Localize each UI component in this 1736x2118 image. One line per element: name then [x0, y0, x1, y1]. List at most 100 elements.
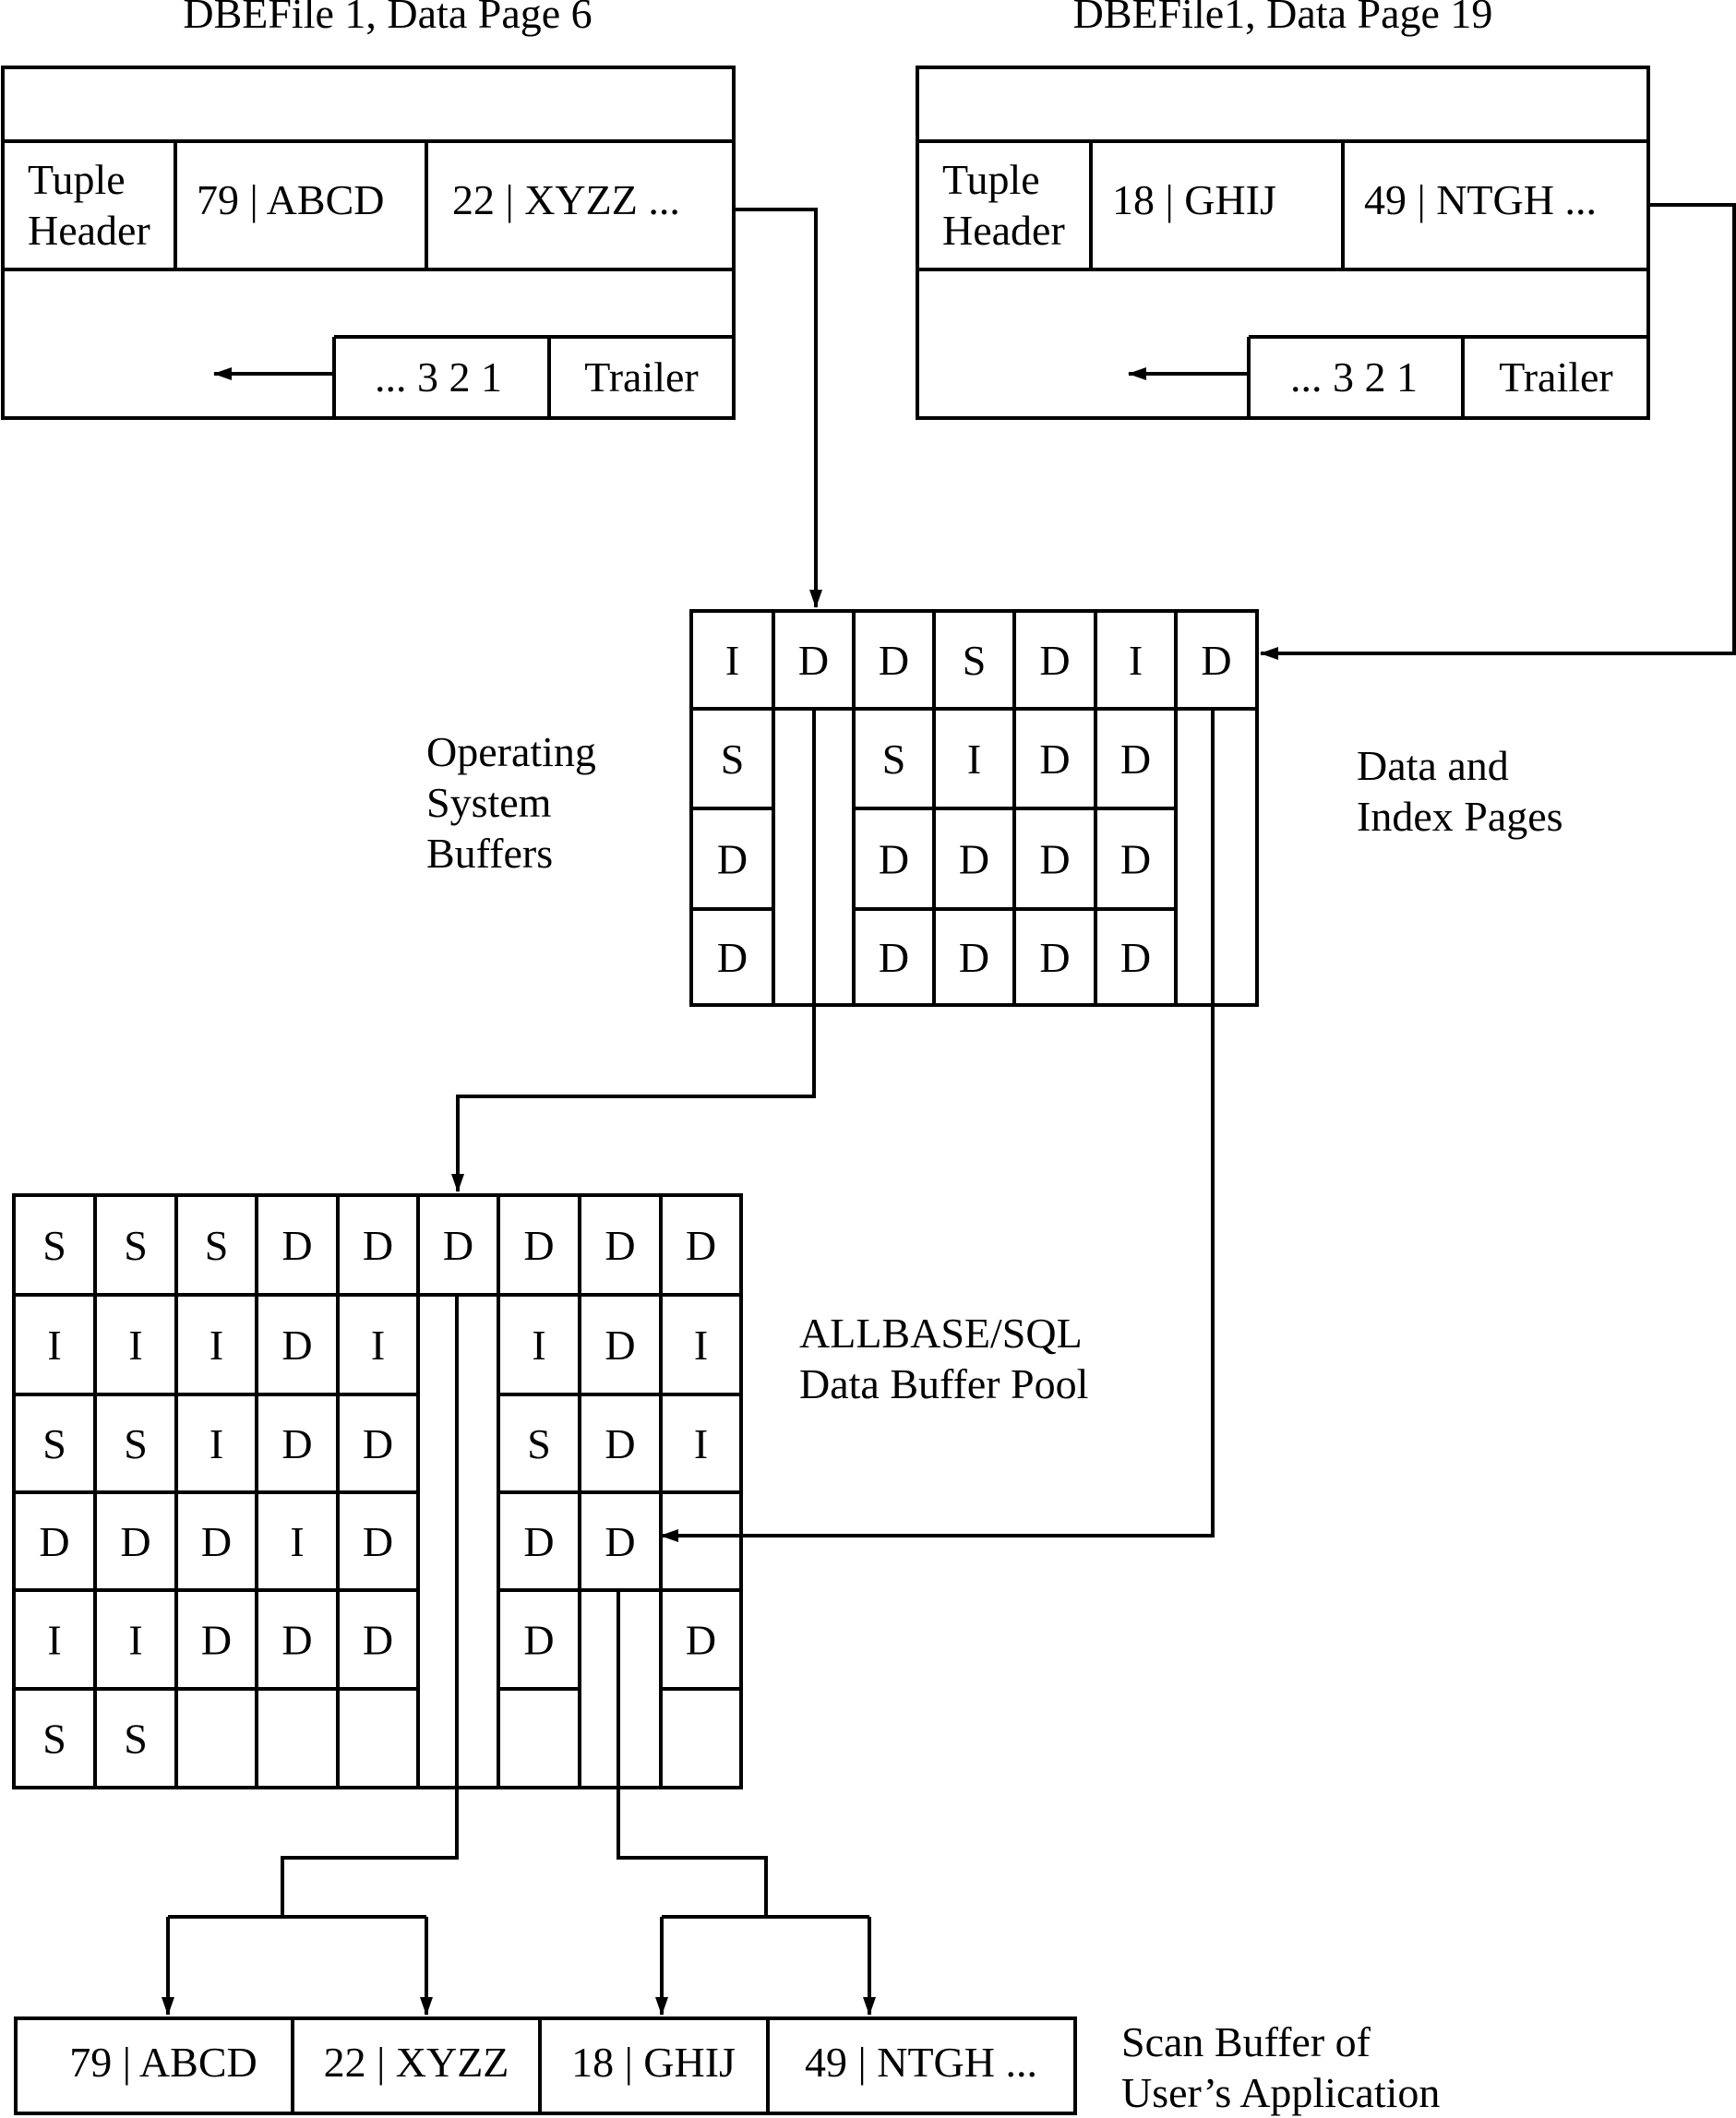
- scan-buffer: 79 | ABCD 22 | XYZZ 18 | GHIJ 49 | NTGH …: [14, 2016, 1440, 2116]
- pool-cell-r1-c8: D: [605, 1222, 635, 1269]
- scan-buffer-cell-4: 49 | NTGH ...: [805, 2039, 1037, 2086]
- os-buffer-cell-r1-c4: S: [963, 637, 987, 684]
- data-page-6-frame: [1, 66, 736, 420]
- pool-cell-r1-c4: D: [281, 1222, 312, 1269]
- data-buffer-pool-grid: [14, 1195, 741, 1788]
- pool-cell-r4-c5: D: [363, 1518, 393, 1565]
- data-page-6-title: DBEFile 1, Data Page 6: [183, 0, 592, 37]
- os-buffer-cell-r1-c6: I: [1129, 637, 1143, 684]
- scan-buffer-cell-3: 18 | GHIJ: [571, 2039, 736, 2086]
- data-page-19-title: DBEFile1, Data Page 19: [1073, 0, 1493, 37]
- pool-cell-r2-c2: I: [128, 1322, 142, 1369]
- data-page-6-trailer: Trailer: [584, 353, 699, 401]
- pool-cell-r4-c8: D: [605, 1518, 635, 1565]
- data-page-6-slot-array: ... 3 2 1: [375, 353, 502, 401]
- buffer-pool-label-line2: Data Buffer Pool: [799, 1360, 1088, 1407]
- scan-buffer-label-line1: Scan Buffer of: [1121, 2018, 1371, 2065]
- pool-cell-r2-c3: I: [210, 1322, 223, 1369]
- scan-buffer-label-line2: User’s Application: [1121, 2069, 1440, 2116]
- pool-cell-r5-c2: I: [128, 1617, 142, 1664]
- os-buffer-cell-r1-c5: D: [1039, 637, 1070, 684]
- pool-cell-r2-c8: D: [605, 1322, 635, 1369]
- pool-cell-r5-c1: I: [47, 1617, 61, 1664]
- data-page-19: DBEFile1, Data Page 19 Tuple Header 18 |…: [916, 0, 1650, 420]
- pool-cell-r4-c3: D: [201, 1518, 232, 1565]
- os-buffer-cell-r1-c2: D: [798, 637, 829, 684]
- os-buffer-cell-r3-c3: D: [879, 836, 909, 883]
- pool-cell-r3-c7: S: [527, 1420, 551, 1467]
- pool-cell-r4-c7: D: [523, 1518, 554, 1565]
- pool-cell-r3-c8: D: [605, 1420, 635, 1467]
- pool-cell-r1-c2: S: [124, 1222, 148, 1269]
- page-19-to-os-buffer-arrow: [1260, 203, 1736, 660]
- data-page-6-tuple-1: 79 | ABCD: [197, 176, 384, 223]
- os-buffers-label-line2: System: [426, 779, 552, 826]
- os-buffer-cell-r3-c1: D: [717, 836, 748, 883]
- os-buffers-grid: [691, 611, 1257, 1005]
- pool-cell-r5-c9: D: [686, 1617, 716, 1664]
- os-buffer-cell-r1-c3: D: [879, 637, 909, 684]
- data-index-pages-label-line2: Index Pages: [1357, 793, 1563, 840]
- data-page-19-tuple-header-line1: Tuple: [942, 156, 1040, 203]
- pool-to-scan-branch-left: [281, 1788, 459, 1917]
- pool-cell-r3-c1: S: [42, 1420, 66, 1467]
- os-buffer-cell-r4-c5: D: [1039, 934, 1070, 981]
- data-page-19-tuple-2: 49 | NTGH ...: [1364, 176, 1597, 223]
- pool-cell-r2-c7: I: [532, 1322, 545, 1369]
- os-buffer-cell-r1-c1: I: [725, 637, 739, 684]
- pool-cell-r3-c3: I: [210, 1420, 223, 1467]
- pool-cell-r1-c5: D: [363, 1222, 393, 1269]
- os-buffers-label-line1: Operating: [426, 728, 596, 775]
- os-buffer-cell-r3-c4: D: [959, 836, 989, 883]
- os-buffer-cell-r2-c1: S: [721, 736, 745, 783]
- scan-buffer-cell-2: 22 | XYZZ: [324, 2039, 509, 2086]
- os-buffer-cell-r3-c5: D: [1039, 836, 1070, 883]
- data-index-pages-label-line1: Data and: [1357, 742, 1509, 789]
- data-page-6-tuple-header-line2: Header: [28, 207, 150, 254]
- data-page-6-tuple-2: 22 | XYZZ ...: [452, 176, 680, 223]
- os-buffer-cell-r2-c5: D: [1039, 736, 1070, 783]
- scan-buffer-cell-1: 79 | ABCD: [69, 2039, 257, 2086]
- os-buffer-cell-r2-c3: S: [882, 736, 906, 783]
- pool-cell-r5-c4: D: [281, 1617, 312, 1664]
- pool-cell-r2-c1: I: [47, 1322, 61, 1369]
- pool-cell-r5-c7: D: [523, 1617, 554, 1664]
- data-page-19-trailer: Trailer: [1499, 353, 1613, 401]
- page-6-to-os-buffer-arrow: [734, 208, 822, 608]
- pool-cell-r6-c1: S: [42, 1716, 66, 1763]
- pool-cell-r4-c2: D: [120, 1518, 150, 1565]
- pool-cell-r1-c6: D: [443, 1222, 473, 1269]
- pool-cell-r1-c1: S: [42, 1222, 66, 1269]
- data-page-19-tuple-1: 18 | GHIJ: [1112, 176, 1276, 223]
- data-page-6: DBEFile 1, Data Page 6 Tuple Header 79 |…: [1, 0, 736, 420]
- os-buffer-cell-r4-c4: D: [959, 934, 989, 981]
- pool-cell-r3-c2: S: [124, 1420, 148, 1467]
- pool-cell-r3-c5: D: [363, 1420, 393, 1467]
- data-page-19-frame: [916, 66, 1650, 420]
- os-to-pool-arrow-left: [451, 1005, 816, 1192]
- pool-cell-r5-c3: D: [201, 1617, 232, 1664]
- os-buffer-cell-r4-c3: D: [879, 934, 909, 981]
- pool-cell-r4-c1: D: [39, 1518, 69, 1565]
- os-buffers-label-line3: Buffers: [426, 830, 553, 877]
- os-buffer-cell-r4-c1: D: [717, 934, 748, 981]
- pool-cell-r4-c4: I: [290, 1518, 304, 1565]
- pool-cell-r2-c5: I: [371, 1322, 385, 1369]
- buffer-pool-label-line1: ALLBASE/SQL: [799, 1310, 1083, 1357]
- os-buffer-cell-r3-c6: D: [1120, 836, 1151, 883]
- pool-cell-r6-c2: S: [124, 1716, 148, 1763]
- pool-cell-r2-c9: I: [694, 1322, 708, 1369]
- os-buffer-cell-r1-c7: D: [1201, 637, 1231, 684]
- os-buffer-cell-r2-c6: D: [1120, 736, 1151, 783]
- pool-cell-r5-c5: D: [363, 1617, 393, 1664]
- os-to-pool-arrow-right: [660, 1005, 1215, 1542]
- data-page-19-slot-array: ... 3 2 1: [1290, 353, 1418, 401]
- os-buffer-cell-r4-c6: D: [1120, 934, 1151, 981]
- connectors: [162, 203, 1736, 2016]
- scan-buffer-frame: [14, 2016, 1077, 2115]
- pool-cell-r1-c3: S: [205, 1222, 229, 1269]
